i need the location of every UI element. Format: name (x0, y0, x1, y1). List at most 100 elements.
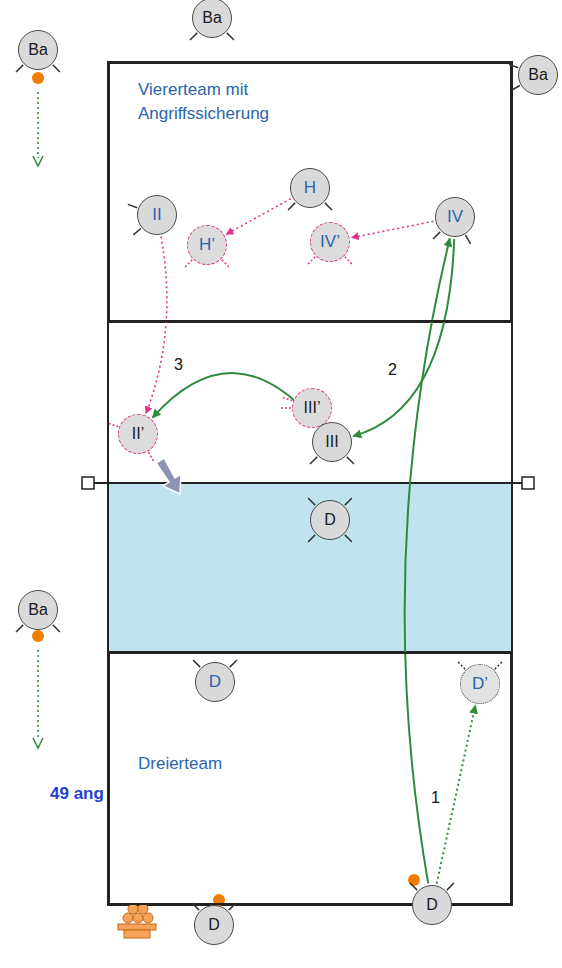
ball (123, 913, 133, 923)
arm-stroke (228, 903, 235, 910)
arm-stroke (190, 32, 197, 39)
net-post (522, 477, 534, 489)
arm-stroke (494, 662, 501, 669)
player-circle: Ba (18, 30, 58, 70)
ball (143, 913, 153, 923)
arm-stroke (465, 235, 470, 244)
ball-path (37, 92, 39, 158)
arm-stroke (308, 498, 315, 505)
net (94, 482, 522, 484)
court-region: Dreierteam D D’ (108, 652, 512, 905)
arm-stroke (281, 407, 291, 409)
arm-stroke (308, 534, 315, 541)
attack-arrow (156, 458, 181, 494)
arm-stroke (226, 32, 233, 39)
arm-stroke (458, 662, 465, 669)
move-arrow (146, 237, 167, 414)
arm-stroke (16, 624, 23, 631)
arm-stroke (324, 202, 331, 209)
arm-stroke (193, 660, 200, 667)
player-circle: Ba (18, 590, 58, 630)
ball-basket (118, 904, 156, 938)
node-text: III (325, 434, 338, 450)
ball-path-head (33, 738, 43, 748)
ball (133, 913, 143, 923)
arm-stroke (108, 423, 117, 426)
arm-stroke (433, 231, 440, 238)
player-circle: Ba (192, 0, 232, 38)
player-circle: D (194, 905, 234, 945)
node-text: Ba (28, 42, 48, 58)
note-text: 49 ang (50, 785, 104, 802)
player-circle: D (310, 500, 350, 540)
arm-stroke (221, 259, 228, 266)
player-circle: D (412, 885, 452, 925)
player-circle: D’ (460, 664, 500, 704)
move-arrow (352, 221, 434, 237)
node-text: D (209, 670, 221, 694)
arm-stroke (344, 534, 351, 541)
arm-stroke (308, 256, 315, 263)
ball (138, 904, 148, 914)
ball (408, 874, 420, 886)
move-arrow (226, 199, 291, 235)
node-text: II’ (132, 426, 144, 442)
arm-stroke (511, 85, 520, 90)
node-text: Dreierteam (138, 752, 338, 776)
arm-stroke (344, 498, 351, 505)
player-circle: III (312, 422, 352, 462)
node-text: D (426, 897, 438, 913)
ball-arrow (353, 239, 454, 436)
node-text: IV (447, 205, 463, 229)
node-text: Viererteam mit Angriffssicherung (138, 78, 318, 126)
callout-number: 2 (388, 362, 397, 378)
callout-number: 3 (174, 357, 183, 373)
arm-stroke (192, 903, 199, 910)
ball (128, 904, 138, 914)
player-circle: H’ (187, 225, 227, 265)
attack-zone (108, 483, 512, 652)
node-text: IV’ (320, 230, 340, 254)
arm-stroke (52, 624, 59, 631)
arm-stroke (282, 397, 291, 400)
callout-number: 1 (431, 790, 440, 806)
node-text: II (152, 203, 161, 227)
node-text: D (208, 917, 220, 933)
node-text: D (324, 512, 336, 528)
ball-arrow (405, 238, 450, 883)
player-circle: Ba (518, 55, 558, 95)
node-text: III’ (304, 400, 321, 416)
arm-stroke (229, 660, 236, 667)
arm-stroke (344, 256, 351, 263)
arm-stroke (127, 204, 136, 207)
court-region: Viererteam mit AngriffssicherungH II H’ IV’… (108, 62, 512, 322)
node-text: Ba (28, 602, 48, 618)
arm-stroke (508, 64, 517, 67)
node-text: H’ (199, 233, 215, 257)
player-circle: IV (435, 197, 475, 237)
node-text: D’ (472, 672, 488, 696)
ball (32, 72, 44, 84)
ball-path-head (33, 156, 43, 166)
net-post (82, 477, 94, 489)
arm-stroke (346, 456, 353, 463)
player-circle: II (137, 195, 177, 235)
player-circle: IV’ (310, 222, 350, 262)
arm-stroke (52, 64, 59, 71)
arm-stroke (288, 202, 295, 209)
arm-stroke (148, 452, 153, 461)
player-circle: H (290, 168, 330, 208)
player-arms (176, 0, 248, 54)
node-text: Ba (202, 10, 222, 26)
arm-stroke (446, 883, 453, 890)
node-text: Ba (528, 67, 548, 83)
ball-path (37, 650, 39, 740)
ball-arrow (437, 706, 476, 884)
player-circle: D (195, 662, 235, 702)
arm-stroke (185, 259, 192, 266)
basket-stand (124, 930, 150, 938)
arm-stroke (16, 64, 23, 71)
player-circle: II’ (118, 414, 158, 454)
